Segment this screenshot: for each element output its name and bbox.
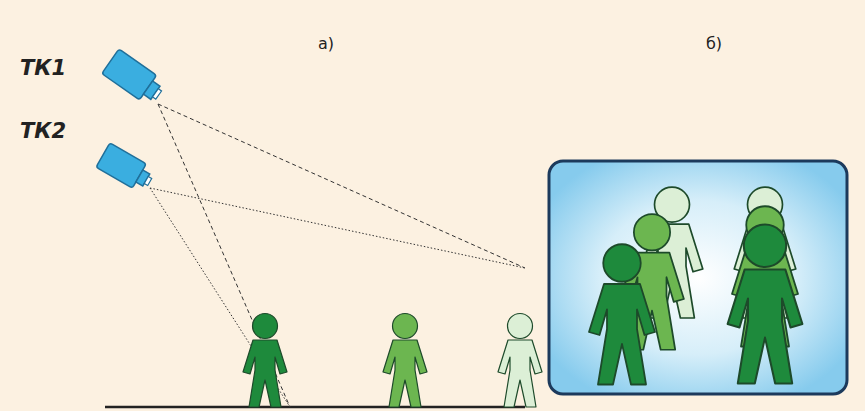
person-figure bbox=[498, 314, 542, 408]
camera-label: ТК2 bbox=[20, 121, 66, 142]
person-figure bbox=[243, 314, 287, 408]
person-figure bbox=[728, 225, 803, 384]
panel-label: а) bbox=[318, 36, 334, 52]
camera-label: ТК1 bbox=[20, 58, 66, 79]
camera-symbol bbox=[102, 49, 168, 107]
ground-line bbox=[105, 406, 525, 409]
person-figure bbox=[589, 244, 655, 384]
view-lines bbox=[150, 104, 525, 407]
person-figure bbox=[383, 314, 427, 408]
camera-symbol bbox=[96, 143, 157, 194]
panel-label: б) bbox=[706, 36, 722, 52]
view-line bbox=[158, 104, 290, 407]
view-line bbox=[158, 104, 525, 268]
screen-frame bbox=[549, 161, 847, 394]
view-line bbox=[150, 188, 290, 407]
view-line bbox=[150, 188, 525, 268]
